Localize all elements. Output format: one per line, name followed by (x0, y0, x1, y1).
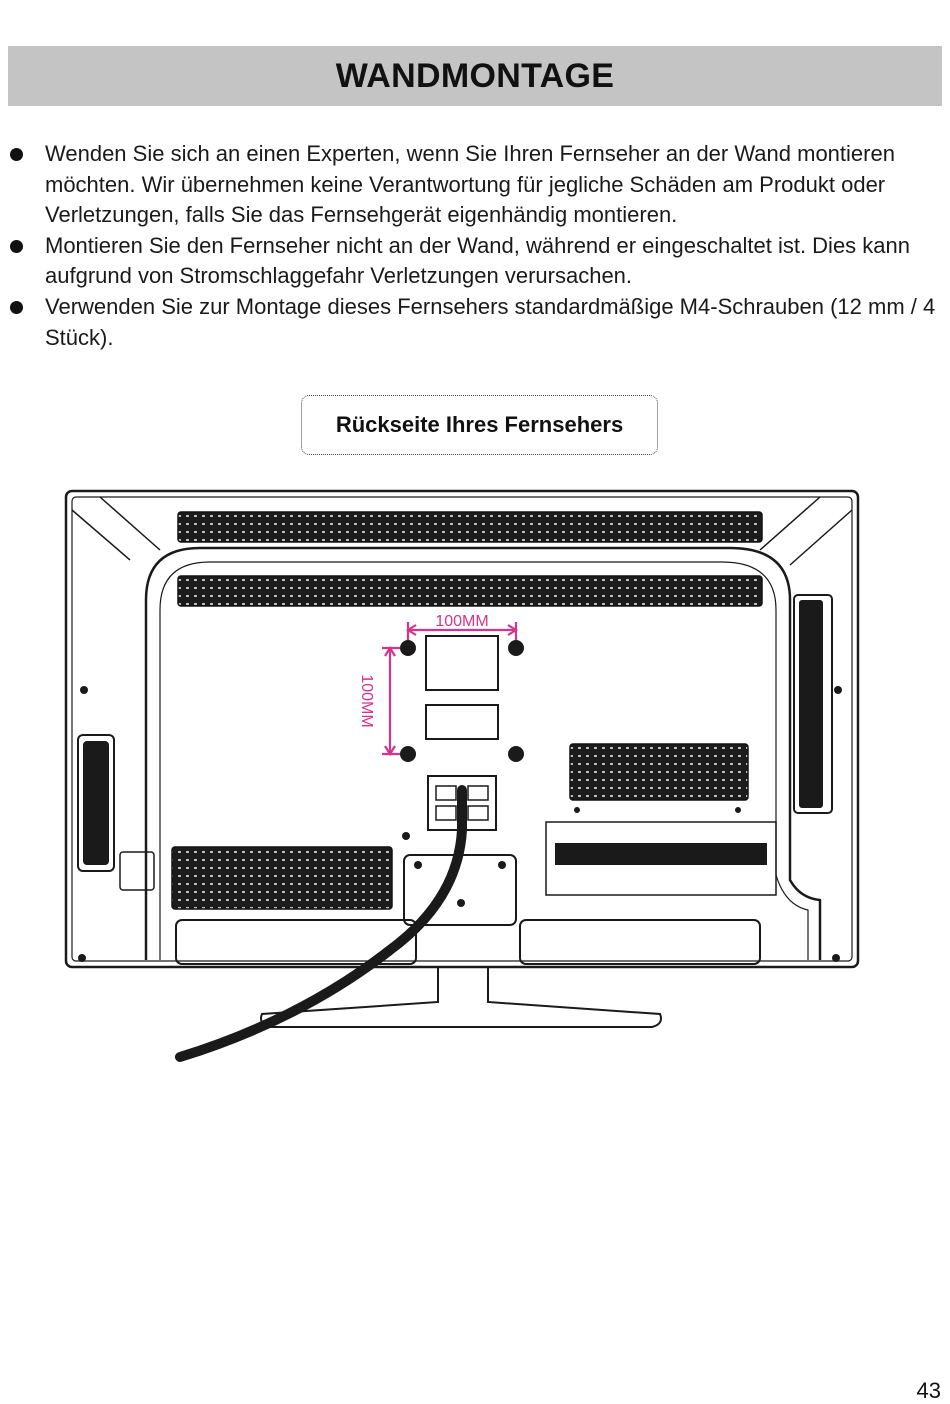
power-cable (175, 785, 467, 1062)
tv-back-illustration: 100MM 100MM (64, 489, 860, 1062)
dimension-vertical-label: 100MM (358, 674, 375, 727)
title-bar: WANDMONTAGE (8, 46, 942, 106)
bullet-icon (10, 300, 23, 314)
page-number: 43 (916, 1378, 941, 1403)
tv-back-body (144, 546, 822, 960)
vent-left (171, 846, 393, 910)
figure-caption: Rückseite Ihres Fernsehers (335, 412, 624, 437)
list-item: Wenden Sie sich an einen Experten, wenn … (8, 139, 942, 231)
dimension-horizontal-label: 100MM (435, 613, 488, 630)
list-item: Verwenden Sie zur Montage dieses Fernseh… (8, 292, 942, 353)
instruction-list: Wenden Sie sich an einen Experten, wenn … (8, 139, 942, 353)
list-item: Montieren Sie den Fernseher nicht an der… (8, 231, 942, 292)
vent-right (569, 743, 749, 801)
list-item-text: Wenden Sie sich an einen Experten, wenn … (45, 141, 895, 228)
vent-upper (177, 575, 763, 607)
list-item-text: Montieren Sie den Fernseher nicht an der… (45, 232, 910, 289)
bullet-icon (10, 239, 23, 253)
figure-caption-box: Rückseite Ihres Fernsehers (301, 395, 658, 455)
page-title: WANDMONTAGE (335, 56, 615, 95)
list-item-text: Verwenden Sie zur Montage dieses Fernseh… (45, 293, 936, 350)
bullet-icon (10, 148, 23, 161)
vent-top (177, 511, 763, 543)
tv-outer-frame (64, 489, 860, 969)
